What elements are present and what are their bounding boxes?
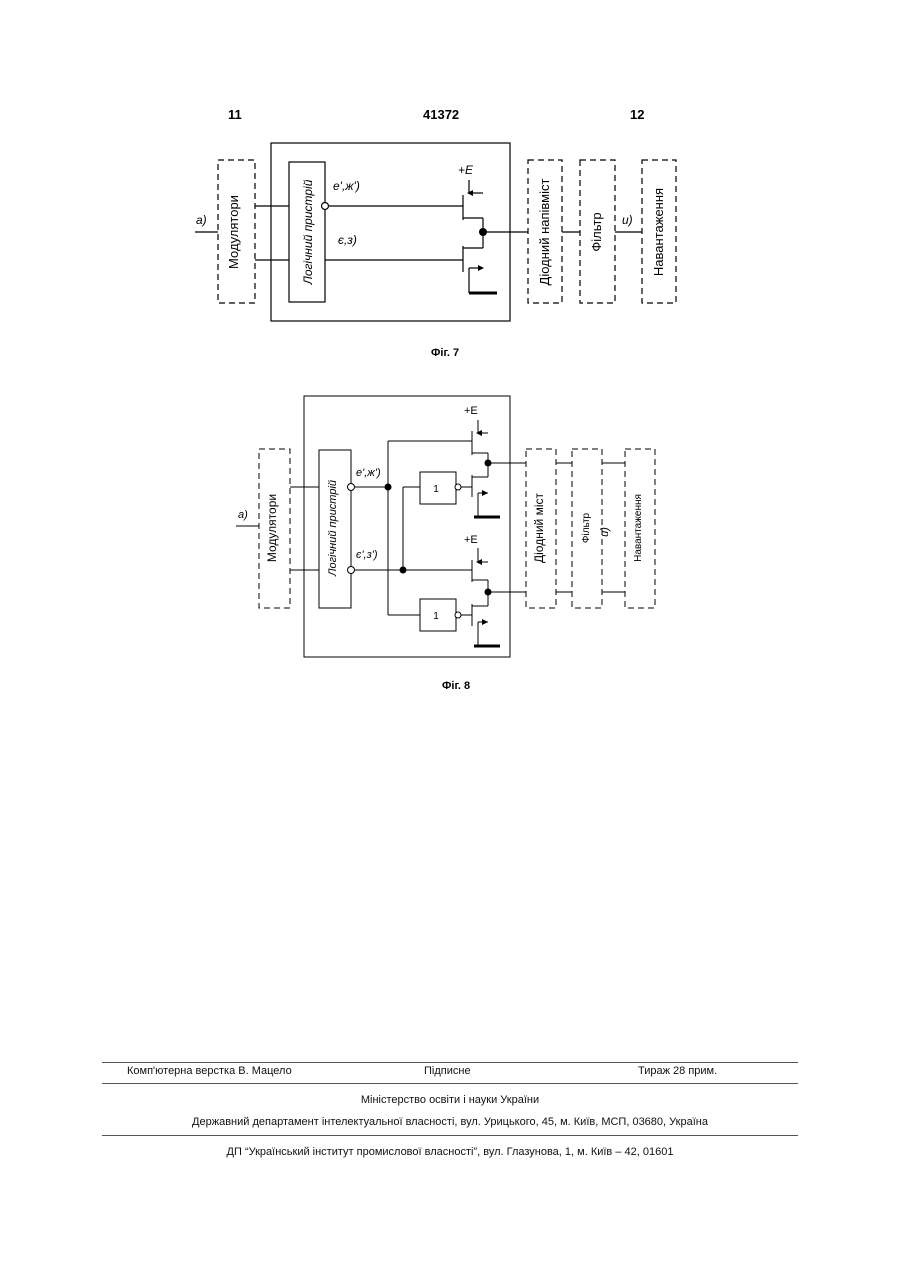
fig7-output-label: и) [622,213,633,227]
figure-7-caption: Фіг. 7 [431,347,459,359]
fig7-diode-label: Діодний напівміст [537,179,552,286]
figure-7-diagram: Модулятори Логічний пристрій Діодний нап… [0,130,900,380]
fig7-load-label: Навантаження [651,188,666,276]
patent-number: 41372 [423,107,459,122]
page-number-left: 11 [228,107,242,122]
fig7-filter-label: Фільтр [589,212,604,251]
footer-rule-top [102,1062,798,1063]
fig8-filter-label: Фільтр [581,512,592,543]
footer-ministry: Міністерство освіти і науки України [0,1094,900,1106]
footer-rule-middle [102,1083,798,1084]
fig8-output-label: и) [599,527,611,537]
fig8-inverter-top-label: 1 [433,484,439,495]
footer-rule-bottom [102,1135,798,1136]
figure-8-caption: Фіг. 8 [442,680,470,692]
fig7-modulators-label: Модулятори [226,195,241,269]
fig8-modulators-label: Модулятори [265,494,279,562]
fig8-signal-bottom-label: є',з') [356,549,378,561]
fig8-supply-top-label: +E [464,405,478,417]
fig7-logic-label: Логічний пристрій [301,179,315,285]
fig8-signal-top-label: е',ж') [356,467,381,479]
fig8-input-label: а) [238,509,248,521]
fig7-signal-bottom-label: є,з) [338,233,357,247]
footer-department: Державний департамент інтелектуальної вл… [0,1116,900,1128]
page-number-right: 12 [630,107,644,122]
fig7-supply-label: +E [458,163,474,177]
fig8-diode-label: Діодний міст [532,493,546,563]
fig8-inverter-bottom-label: 1 [433,611,439,622]
footer-circulation: Тираж 28 прим. [638,1065,717,1077]
fig7-input-label: а) [196,213,207,227]
footer-signed: Підписне [424,1065,471,1077]
fig8-supply-bottom-label: +E [464,534,478,546]
fig8-load-label: Навантаження [633,494,644,562]
fig7-signal-top-label: е',ж') [333,179,360,193]
footer-institute: ДП “Український інститут промислової вла… [0,1146,900,1158]
fig8-logic-label: Логічний пристрій [327,480,339,577]
figure-8-diagram: Модулятори Логічний пристрій Діодний міс… [0,390,900,670]
footer-layout-credit: Комп'ютерна верстка В. Мацело [127,1065,292,1077]
